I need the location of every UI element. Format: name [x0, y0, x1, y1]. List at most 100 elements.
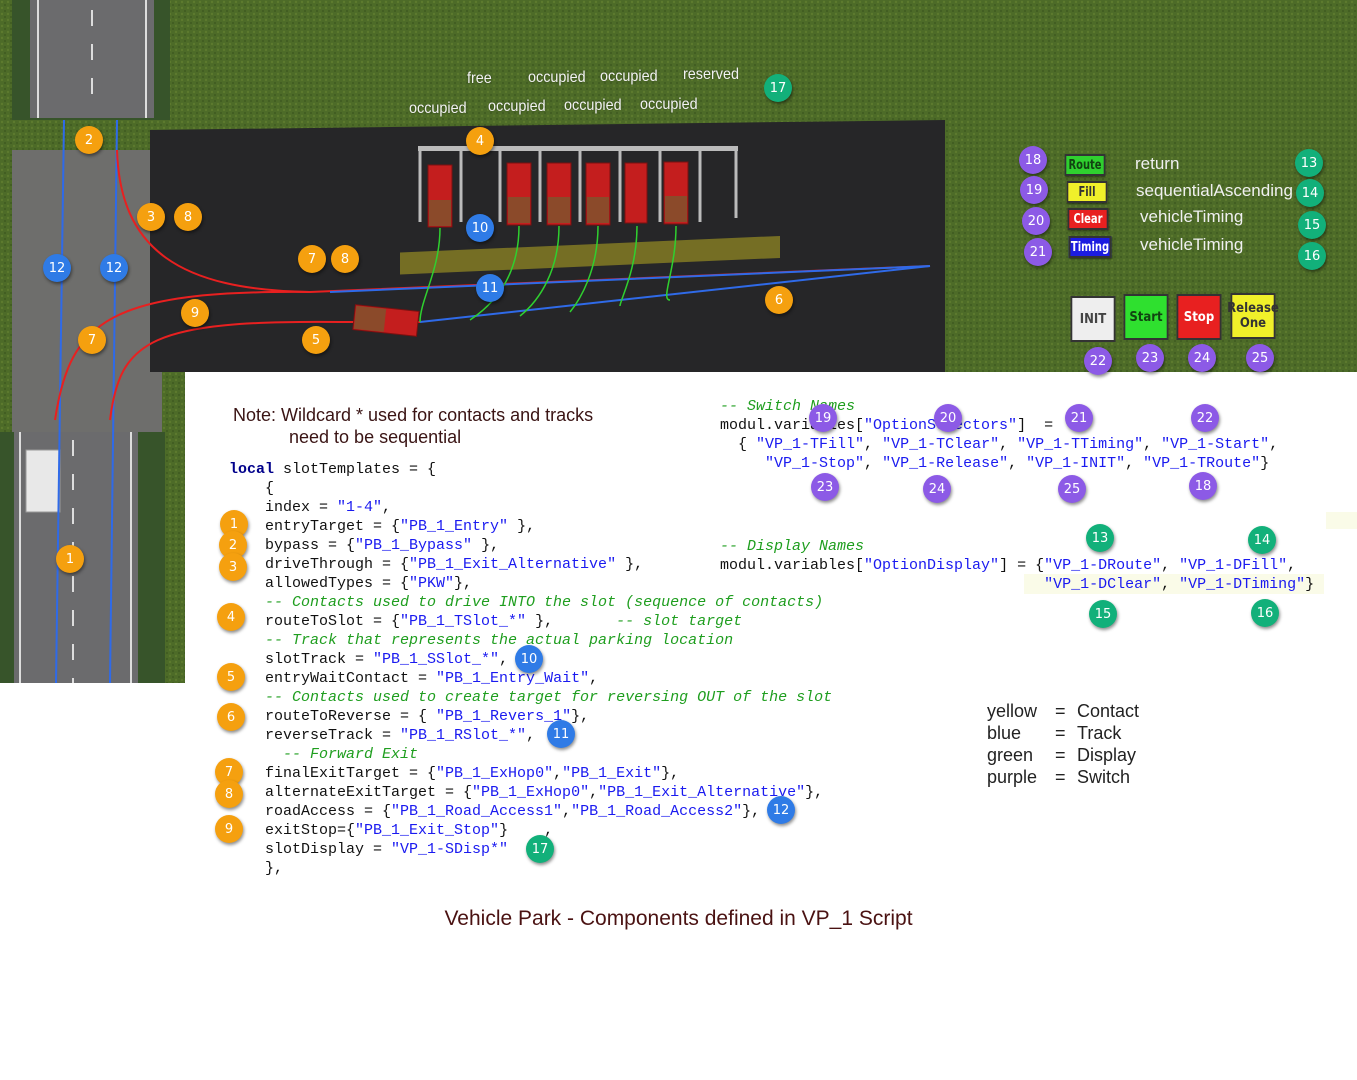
code-line: { "VP_1-TFill", "VP_1-TClear", "VP_1-TTi… — [720, 435, 1278, 454]
code-text: entryWaitContact = — [229, 670, 437, 687]
slot-status: occupied — [488, 98, 546, 115]
code-string: "OptionDisplay" — [864, 557, 1000, 574]
code-line: alternateExitTarget = {"PB_1_ExHop0","PB… — [229, 783, 823, 802]
code-string: "PB_1_Exit_Alternative" — [409, 556, 617, 573]
truck — [25, 449, 61, 513]
init-button[interactable]: INIT — [1070, 296, 1116, 342]
code-text: { — [720, 436, 757, 453]
legend-meaning: Display — [1077, 745, 1137, 765]
figure-title: Vehicle Park - Components defined in VP_… — [444, 907, 913, 930]
code-text: roadAccess = { — [229, 803, 392, 820]
number-badge-orange: 9 — [215, 815, 243, 843]
legend-color: blue — [987, 723, 1022, 743]
note-line-2: need to be sequential — [289, 427, 462, 447]
code-text: }, — [454, 575, 473, 592]
parking-asphalt — [150, 120, 945, 372]
number-badge-green: 17 — [764, 74, 792, 102]
slot-status: free — [467, 70, 492, 87]
wildcard-note: Note: Wildcard * used for contacts and t… — [233, 404, 593, 448]
code-text: , — [1125, 455, 1144, 472]
code-string: "PB_1_RSlot_*" — [400, 727, 527, 744]
legend-eq: = — [1055, 745, 1066, 765]
code-line: routeToSlot = {"PB_1_TSlot_*" }, -- slot… — [229, 612, 742, 631]
code-text: , — [499, 651, 509, 668]
route-switch[interactable]: Route — [1064, 154, 1106, 176]
number-badge-orange: 6 — [765, 286, 793, 314]
moving-car — [352, 304, 420, 337]
start-button[interactable]: Start — [1123, 294, 1169, 340]
code-string: "VP_1-DClear" — [1044, 576, 1162, 593]
code-text: }, — [526, 613, 617, 630]
code-text: bypass = { — [229, 537, 356, 554]
code-line: local slotTemplates = { — [229, 460, 436, 479]
code-text: , — [553, 765, 563, 782]
timing-display: vehicleTiming — [1140, 235, 1244, 254]
number-badge-blue: 11 — [476, 274, 504, 302]
stop-button[interactable]: Stop — [1176, 294, 1222, 340]
code-string: "PB_1_Revers_1" — [436, 708, 572, 725]
clear-switch[interactable]: Clear — [1067, 208, 1109, 230]
code-string: "PB_1_SSlot_*" — [373, 651, 500, 668]
number-badge-purple: 18 — [1189, 472, 1217, 500]
code-line: exitStop={"PB_1_Exit_Stop"} , — [229, 821, 553, 840]
number-badge-orange: 6 — [217, 703, 245, 731]
code-text: , — [1008, 455, 1027, 472]
code-text: }, — [742, 803, 761, 820]
number-badge-orange: 8 — [215, 780, 243, 808]
code-text: }, — [229, 860, 284, 877]
number-badge-orange: 5 — [302, 326, 330, 354]
number-badge-blue: 12 — [767, 796, 795, 824]
timing-switch[interactable]: Timing — [1068, 236, 1112, 258]
legend-eq: = — [1055, 767, 1066, 787]
number-badge-green: 14 — [1296, 179, 1324, 207]
code-text: } — [1305, 576, 1315, 593]
code-text: modul.variables[ — [720, 417, 865, 434]
code-text: , — [1269, 436, 1279, 453]
number-badge-purple: 19 — [809, 404, 837, 432]
note-line-1: Note: Wildcard * used for contacts and t… — [233, 405, 594, 425]
number-badge-green: 13 — [1086, 524, 1114, 552]
code-string: "PB_1_TSlot_*" — [400, 613, 527, 630]
number-badge-purple: 19 — [1020, 176, 1048, 204]
code-string: "PB_1_Road_Access1" — [391, 803, 563, 820]
code-panel — [185, 372, 1357, 683]
release-one-button[interactable]: Release One — [1227, 293, 1279, 339]
code-line: modul.variables["OptionSelectors"] = — [720, 416, 1053, 435]
clear-display: vehicleTiming — [1140, 207, 1244, 226]
code-line: roadAccess = {"PB_1_Road_Access1","PB_1_… — [229, 802, 760, 821]
parking-slots — [418, 146, 738, 323]
code-keyword: local — [229, 461, 275, 478]
code-text: , — [1143, 436, 1162, 453]
fill-switch[interactable]: Fill — [1066, 181, 1108, 203]
number-badge-purple: 23 — [1136, 344, 1164, 372]
number-badge-purple: 20 — [1022, 207, 1050, 235]
number-badge-green: 17 — [526, 835, 554, 863]
code-text: , — [864, 436, 883, 453]
number-badge-blue: 11 — [547, 720, 575, 748]
code-string: "PB_1_Entry" — [400, 518, 509, 535]
code-string: "VP_1-SDisp*" — [391, 841, 509, 858]
number-badge-orange: 5 — [217, 663, 245, 691]
legend-eq: = — [1055, 701, 1066, 721]
fill-display: sequentialAscending — [1136, 181, 1293, 200]
code-text: reverseTrack = — [229, 727, 401, 744]
legend-eq: = — [1055, 723, 1066, 743]
slot-status: occupied — [564, 97, 622, 114]
route-display: return — [1135, 154, 1180, 173]
code-line: allowedTypes = {"PKW"}, — [229, 574, 472, 593]
number-badge-orange: 3 — [137, 203, 165, 231]
code-string: "PB_1_Road_Access2" — [571, 803, 743, 820]
line-highlight-edge — [1326, 512, 1357, 529]
road-top — [12, 0, 170, 120]
code-string: "PB_1_Bypass" — [355, 537, 473, 554]
code-string: "PB_1_Entry_Wait" — [436, 670, 590, 687]
number-badge-orange: 9 — [181, 299, 209, 327]
code-text: , — [589, 784, 599, 801]
legend-meaning: Track — [1077, 723, 1122, 743]
code-text: , — [1287, 557, 1297, 574]
code-text: exitStop={ — [229, 822, 356, 839]
number-badge-orange: 7 — [298, 245, 326, 273]
code-line: bypass = {"PB_1_Bypass" }, — [229, 536, 499, 555]
number-badge-purple: 24 — [923, 475, 951, 503]
code-line: routeToReverse = { "PB_1_Revers_1"}, — [229, 707, 589, 726]
